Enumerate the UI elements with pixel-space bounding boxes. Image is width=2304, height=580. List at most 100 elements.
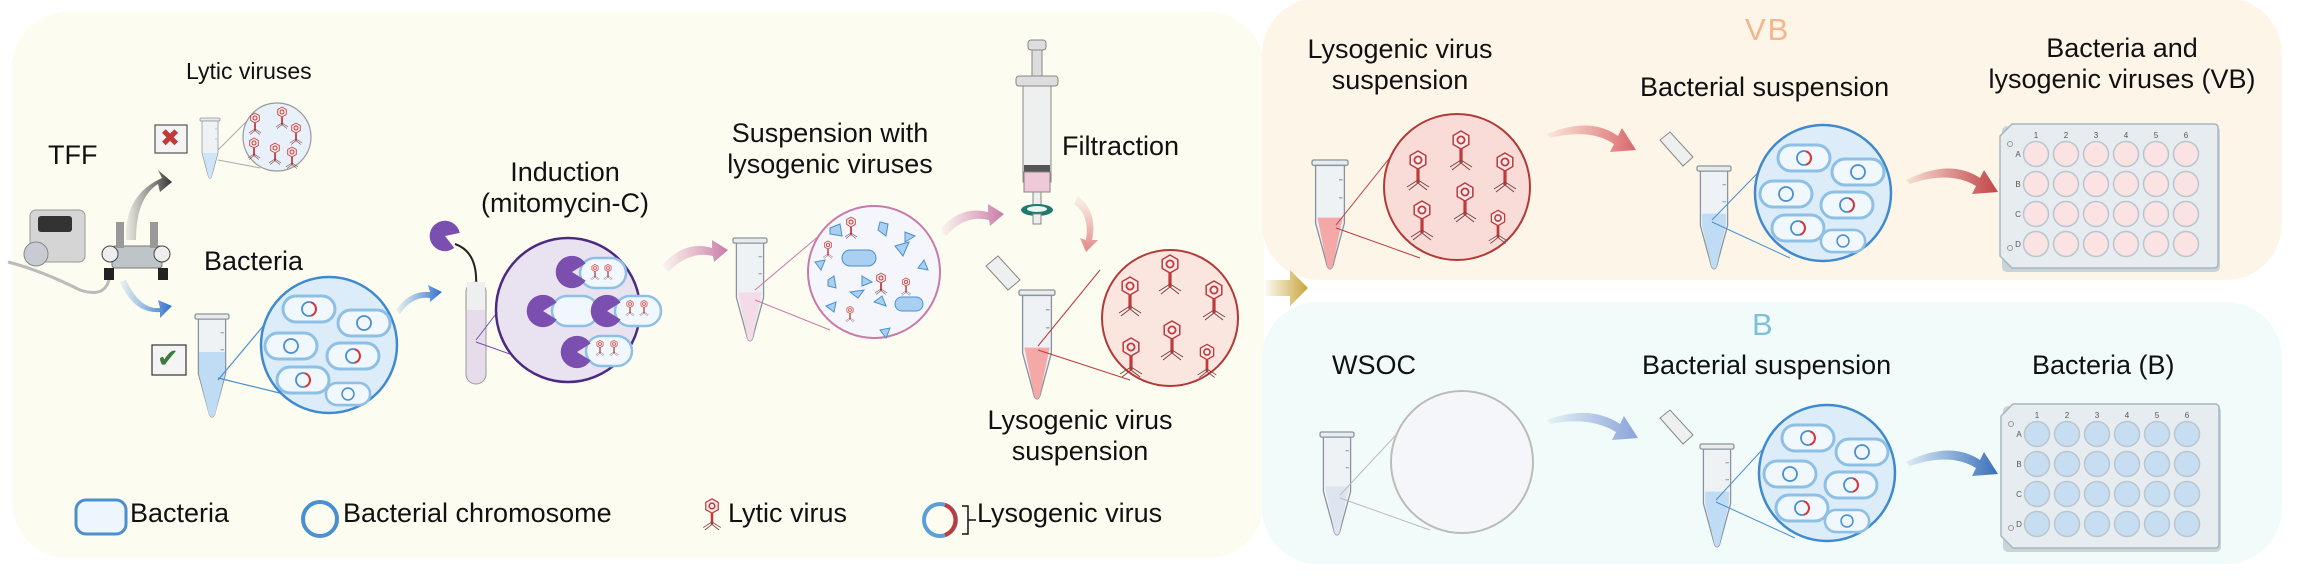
plate-well	[2023, 420, 2051, 448]
plate-row-label: A	[2016, 430, 2022, 439]
plate-row-label: C	[2015, 210, 2021, 219]
tff-label: TFF	[48, 140, 98, 170]
plate-column-label: 6	[2184, 131, 2189, 140]
lysogenic-tube-icon	[985, 255, 1056, 400]
b-step2-label: Bacterial suspension	[1642, 350, 1892, 380]
bacteria-label: Bacteria	[204, 246, 304, 276]
vb-arrow-1	[1547, 125, 1636, 152]
arrow-to-suspension	[662, 240, 728, 272]
plate-well	[2172, 170, 2200, 198]
plate-column-label: 5	[2154, 131, 2159, 140]
plate-well	[2082, 230, 2110, 258]
vb-bacterial-tube-icon	[1659, 131, 1732, 270]
legend-lysogenic-virus: Lysogenic virus	[977, 498, 1162, 529]
plate-well	[2173, 480, 2201, 508]
plate-well	[2172, 140, 2200, 168]
vb-step3-line2: lysogenic viruses (VB)	[1988, 64, 2256, 94]
legend-chromosome-label: Bacterial chromosome	[343, 498, 612, 528]
tff-filter-icon	[101, 222, 171, 280]
plate-row-label: B	[2016, 460, 2021, 469]
lysogenic-suspension-line2: suspension	[1011, 436, 1149, 466]
lysogenic-suspension-line1: Lysogenic virus	[987, 405, 1173, 435]
plate-well	[2142, 200, 2170, 228]
lytic-zoom-circle	[242, 102, 312, 172]
filtraction-label: Filtraction	[1062, 131, 1180, 161]
induction-label: Induction (mitomycin-C)	[470, 157, 660, 219]
arrow-to-lysogenic-suspension	[1074, 196, 1098, 252]
plate-column-label: 2	[2065, 411, 2070, 420]
plate-well	[2083, 420, 2111, 448]
plate-well	[2143, 450, 2171, 478]
plate-well	[2083, 450, 2111, 478]
vb-step1-line2: suspension	[1331, 65, 1469, 95]
plate-well	[2112, 200, 2140, 228]
suspension-label-line1: Suspension with	[731, 118, 929, 148]
plate-row-label: D	[2015, 240, 2021, 249]
cell-debris	[814, 221, 929, 340]
plate-column-label: 2	[2064, 131, 2069, 140]
plate-well	[2112, 230, 2140, 258]
legend-bacteria: Bacteria	[130, 498, 229, 529]
induction-label-line2: (mitomycin-C)	[481, 188, 649, 218]
suspension-label-line2: lysogenic viruses	[727, 149, 933, 179]
plate-well	[2022, 200, 2050, 228]
legend-bacteria-icon	[74, 498, 128, 536]
vb-step3-line1: Bacteria and	[2046, 33, 2198, 63]
wsoc-zoom-circle	[1390, 390, 1534, 534]
legend-lysogenic-virus-label: Lysogenic virus	[977, 498, 1163, 528]
legend-chromosome: Bacterial chromosome	[343, 498, 612, 529]
plate-well	[2082, 200, 2110, 228]
plate-well	[2023, 480, 2051, 508]
suspension-label: Suspension with lysogenic viruses	[710, 118, 950, 180]
b-arrow-1	[1547, 412, 1638, 440]
plate-well	[2173, 420, 2201, 448]
vb-step1-label: Lysogenic virus suspension	[1290, 34, 1510, 96]
plate-well	[2023, 510, 2051, 538]
plate-column-label: 4	[2125, 411, 2130, 420]
plate-well	[2143, 510, 2171, 538]
plate-well	[2052, 170, 2080, 198]
plate-well	[2143, 420, 2171, 448]
plate-column-label: 6	[2185, 411, 2190, 420]
plate-row-label: D	[2016, 520, 2022, 529]
workflow-panel-main	[12, 12, 1264, 558]
plate-column-label: 4	[2124, 131, 2129, 140]
plate-well	[2022, 230, 2050, 258]
plate-well	[2083, 510, 2111, 538]
vb-step3-label: Bacteria and lysogenic viruses (VB)	[1972, 33, 2272, 95]
tff-arrow-down	[120, 280, 172, 318]
vb-step2-label: Bacterial suspension	[1640, 72, 1890, 102]
plate-well	[2142, 140, 2170, 168]
plate-well	[2172, 230, 2200, 258]
arrow-to-induction	[396, 285, 442, 314]
plate-well	[2113, 480, 2141, 508]
plate-well	[2052, 230, 2080, 258]
plate-well	[2052, 140, 2080, 168]
b-tag: B	[1752, 307, 1773, 342]
vb-step1-line1: Lysogenic virus	[1307, 34, 1493, 64]
mitomycin-icon	[425, 216, 463, 255]
plate-well	[2052, 200, 2080, 228]
plate-column-label: 3	[2094, 131, 2099, 140]
plate-well	[2082, 140, 2110, 168]
plate-column-label: 1	[2034, 131, 2039, 140]
vb-arrow-2	[1906, 168, 1998, 194]
plate-column-label: 5	[2155, 411, 2160, 420]
plate-well	[2022, 170, 2050, 198]
legend-lytic-virus-icon	[702, 498, 722, 531]
reject-box	[154, 124, 188, 154]
plate-well	[2082, 170, 2110, 198]
legend-bacteria-label: Bacteria	[130, 498, 230, 528]
plate-well	[2023, 450, 2051, 478]
tff-pump-icon	[7, 209, 112, 294]
plate-well	[2022, 140, 2050, 168]
plate-well	[2112, 170, 2140, 198]
suspension-zoom-circle	[807, 205, 941, 339]
legend-chromosome-icon	[301, 500, 339, 538]
syringe-filter-icon	[1015, 39, 1059, 225]
legend-lytic-virus: Lytic virus	[728, 498, 847, 529]
plate-well	[2053, 420, 2081, 448]
arrow-to-filtration	[940, 204, 1004, 236]
